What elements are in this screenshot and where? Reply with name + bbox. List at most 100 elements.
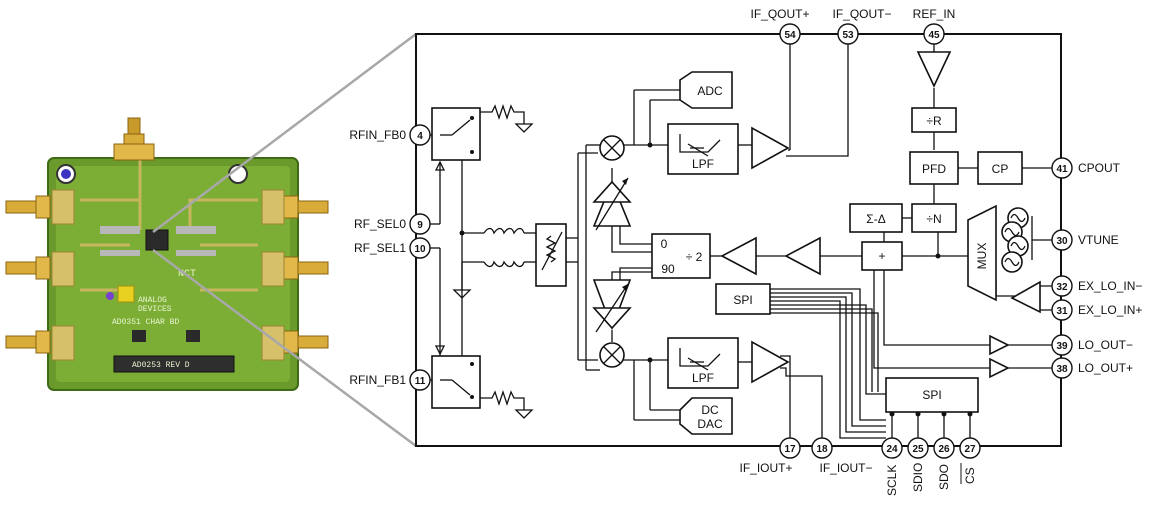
pin-9-label: RF_SEL0 bbox=[354, 217, 406, 231]
pcb-rev: AD0253 REV D bbox=[132, 361, 190, 370]
svg-text:10: 10 bbox=[414, 244, 426, 255]
cp-block: CP bbox=[977, 151, 1023, 185]
rf-switch-top bbox=[431, 107, 481, 171]
pcb-brand-line-1: ANALOG bbox=[138, 296, 167, 305]
pin-45-label: REF_IN bbox=[913, 7, 956, 21]
lo-amp-1 bbox=[720, 236, 757, 276]
pin-45: 45 REF_IN bbox=[913, 7, 956, 45]
pin-31: 31 EX_LO_IN+ bbox=[1051, 299, 1142, 321]
svg-text:25: 25 bbox=[912, 444, 924, 455]
lpf-bottom-label: LPF bbox=[692, 371, 714, 385]
spi-inner-label: SPI bbox=[733, 293, 752, 307]
svg-text:26: 26 bbox=[938, 444, 950, 455]
lo-out-buffer-minus bbox=[989, 334, 1010, 356]
pin-54-label: IF_QOUT+ bbox=[750, 7, 809, 21]
adc-label: ADC bbox=[697, 84, 723, 98]
mixer-top bbox=[599, 135, 625, 161]
pin-24: 24 SCLK bbox=[881, 437, 903, 496]
lpf-top: LPF bbox=[667, 123, 739, 175]
lo-out-buffer-plus bbox=[989, 357, 1010, 379]
svg-text:4: 4 bbox=[417, 131, 423, 142]
svg-text:54: 54 bbox=[784, 30, 796, 41]
pin-32: 32 EX_LO_IN− bbox=[1051, 275, 1142, 297]
svg-text:17: 17 bbox=[784, 444, 796, 455]
cp-label: CP bbox=[992, 162, 1009, 176]
pin-30: 30 VTUNE bbox=[1051, 229, 1119, 251]
svg-text:32: 32 bbox=[1056, 282, 1068, 293]
pin-25-label: SDIO bbox=[911, 463, 925, 492]
spi-inner-block: SPI bbox=[715, 283, 771, 315]
svg-text:38: 38 bbox=[1056, 364, 1068, 375]
svg-text:41: 41 bbox=[1056, 164, 1068, 175]
pin-53: 53 IF_QOUT− bbox=[832, 7, 892, 45]
svg-text:18: 18 bbox=[816, 444, 828, 455]
svg-text:45: 45 bbox=[928, 30, 940, 41]
divide-n-label: ÷N bbox=[926, 212, 941, 226]
svg-text:11: 11 bbox=[415, 376, 426, 387]
lpf-bottom: LPF bbox=[667, 337, 739, 389]
pin-11: 11 RFIN_FB1 bbox=[349, 369, 431, 391]
dc-label: DC bbox=[701, 403, 719, 417]
pin-25: 25 SDIO bbox=[907, 437, 929, 492]
pin-26: 26 SDO bbox=[933, 437, 955, 490]
ext-lo-buffer bbox=[1010, 280, 1041, 314]
pfd-block: PFD bbox=[909, 151, 959, 185]
pin-38-label: LO_OUT+ bbox=[1078, 361, 1133, 375]
lo-buffer-top bbox=[592, 177, 632, 231]
svg-text:27: 27 bbox=[964, 444, 976, 455]
phase-90-label: 90 bbox=[661, 262, 675, 276]
pin-41: 41 CPOUT bbox=[1051, 157, 1121, 179]
pin-39: 39 LO_OUT− bbox=[1051, 334, 1133, 356]
svg-text:53: 53 bbox=[842, 30, 854, 41]
pin-27: 27 CS bbox=[959, 437, 981, 484]
if-amp-bottom bbox=[751, 340, 790, 384]
pin-24-label: SCLK bbox=[885, 465, 899, 496]
svg-text:30: 30 bbox=[1056, 236, 1068, 247]
phase-splitter-block: 0 90 ÷ 2 bbox=[651, 233, 711, 279]
eval-board-photo: ANALOG DEVICES AD0351 CHAR BD AD0253 REV… bbox=[5, 117, 329, 391]
lo-amp-2 bbox=[784, 236, 821, 276]
pin-41-label: CPOUT bbox=[1078, 161, 1121, 175]
pfd-label: PFD bbox=[922, 162, 946, 176]
pin-10: 10 RF_SEL1 bbox=[354, 237, 431, 259]
dac-label: DAC bbox=[697, 417, 723, 431]
variable-attenuator bbox=[535, 223, 567, 287]
sigma-delta-block: Σ-Δ bbox=[849, 203, 903, 233]
lo-buffer-bottom bbox=[592, 279, 632, 333]
svg-text:24: 24 bbox=[886, 444, 898, 455]
ref-buffer bbox=[916, 51, 952, 88]
pin-17: 17 IF_IOUT+ bbox=[739, 437, 801, 475]
mux-block: MUX bbox=[967, 204, 997, 302]
pin-4-label: RFIN_FB0 bbox=[349, 128, 406, 142]
phase-0-label: 0 bbox=[661, 237, 668, 251]
dc-dac-block: DC DAC bbox=[679, 397, 733, 435]
svg-text:9: 9 bbox=[417, 220, 423, 231]
pcb-brand-line-2: DEVICES bbox=[138, 305, 172, 314]
lpf-top-label: LPF bbox=[692, 157, 714, 171]
summing-block: + bbox=[861, 241, 903, 271]
pin-17-label: IF_IOUT+ bbox=[739, 461, 792, 475]
pin-26-label: SDO bbox=[937, 464, 951, 490]
pin-31-label: EX_LO_IN+ bbox=[1078, 303, 1142, 317]
pin-54: 54 IF_QOUT+ bbox=[750, 7, 810, 45]
svg-text:31: 31 bbox=[1056, 306, 1068, 317]
svg-text:39: 39 bbox=[1056, 341, 1068, 352]
pin-18-label: IF_IOUT− bbox=[819, 461, 872, 475]
pin-18: 18 IF_IOUT− bbox=[811, 437, 873, 475]
plus-label: + bbox=[878, 249, 885, 263]
mixer-bottom bbox=[599, 342, 625, 368]
zoom-callout-lines bbox=[152, 33, 417, 448]
pin-11-label: RFIN_FB1 bbox=[349, 373, 406, 387]
divide-by-2-label: ÷ 2 bbox=[686, 250, 703, 264]
pin-39-label: LO_OUT− bbox=[1078, 338, 1133, 352]
pin-4: 4 RFIN_FB0 bbox=[349, 124, 431, 146]
spi-interface-label: SPI bbox=[922, 388, 941, 402]
pin-32-label: EX_LO_IN− bbox=[1078, 279, 1142, 293]
pin-9: 9 RF_SEL0 bbox=[354, 213, 431, 235]
pin-53-label: IF_QOUT− bbox=[832, 7, 891, 21]
pin-38: 38 LO_OUT+ bbox=[1051, 357, 1133, 379]
vco-bank bbox=[1001, 207, 1029, 273]
rf-switch-bottom bbox=[431, 345, 481, 409]
